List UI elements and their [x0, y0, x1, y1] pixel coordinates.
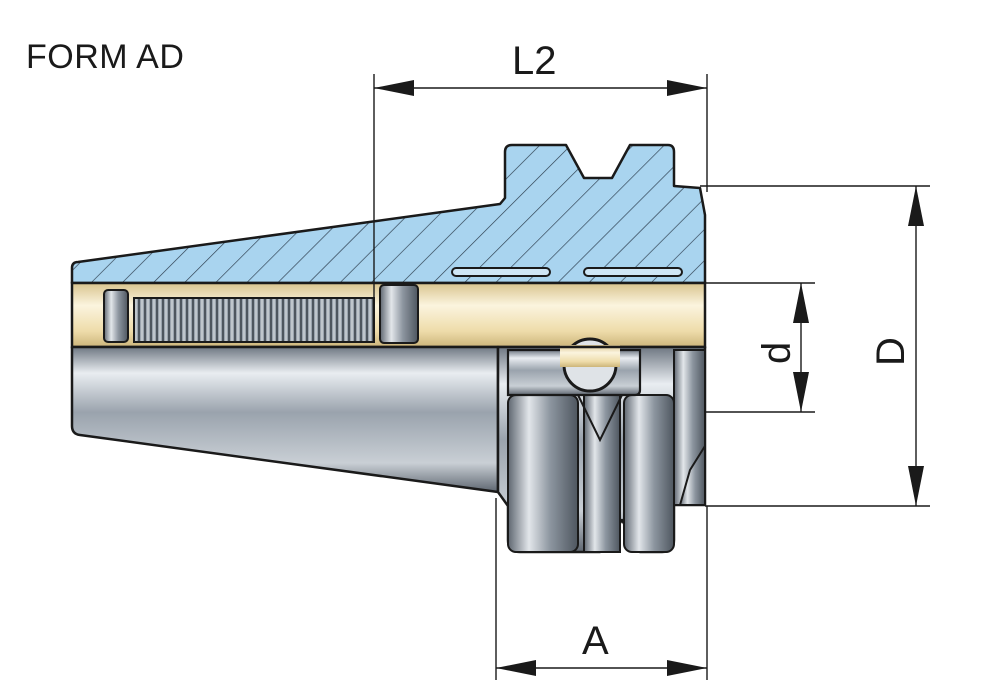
dim-label-d-small: d	[755, 342, 799, 364]
flange-collar-1	[507, 394, 579, 553]
bore-ring-right	[379, 284, 419, 344]
bore-ring-left	[103, 289, 129, 343]
taper-cone	[70, 345, 500, 494]
thread-section	[133, 297, 375, 343]
v-groove	[577, 394, 623, 443]
dim-label-l2: L2	[512, 39, 557, 83]
diagram-title: FORM AD	[26, 38, 185, 76]
section-upper-body	[70, 143, 707, 285]
flange-collar-3	[623, 394, 675, 553]
slot-left	[451, 267, 551, 277]
slot-right	[583, 267, 683, 277]
dim-label-a: A	[582, 619, 609, 663]
dim-label-d-large: D	[869, 337, 913, 366]
retention-notch	[678, 442, 706, 506]
